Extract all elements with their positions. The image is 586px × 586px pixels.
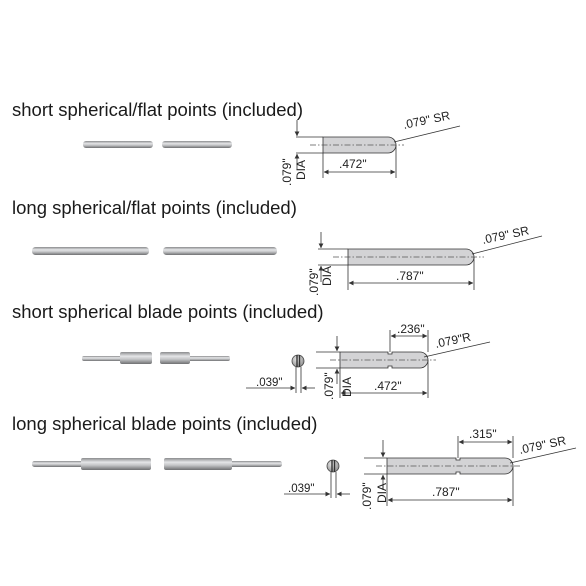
point-drawing	[294, 120, 461, 178]
length-dimension: .787"	[396, 269, 424, 283]
length-dimension: .472"	[374, 379, 402, 393]
dia-dimension: .079"	[280, 158, 294, 186]
tip-radius: .079" SR	[402, 108, 452, 132]
section-title: short spherical blade points (included)	[12, 301, 324, 322]
section-dimension: .236"	[397, 322, 425, 336]
point-photo	[32, 247, 277, 255]
dia-label: DIA	[375, 483, 389, 503]
dia-dimension: .079"	[322, 372, 336, 400]
point-photo	[82, 352, 230, 364]
section-short-spherical-blade: short spherical blade points (included) …	[12, 301, 491, 400]
point-photo	[32, 458, 282, 470]
point-drawing	[316, 330, 491, 398]
dia-dimension: .079"	[307, 268, 321, 296]
tip-radius: .079" SR	[481, 223, 531, 247]
dia-label: DIA	[294, 160, 308, 180]
blade-dimension: .039"	[256, 377, 282, 389]
tip-radius: .079"R	[434, 330, 473, 351]
length-dimension: .472"	[339, 157, 367, 171]
section-title: long spherical/flat points (included)	[12, 197, 297, 218]
point-photo	[83, 141, 232, 148]
point-drawing	[364, 436, 577, 506]
blade-dimension: .039"	[288, 483, 314, 495]
dia-label: DIA	[320, 266, 334, 286]
section-short-spherical-flat: short spherical/flat points (included) .…	[12, 99, 461, 186]
dia-dimension: .079"	[360, 482, 374, 510]
blade-end-view	[246, 354, 315, 393]
section-title: long spherical blade points (included)	[12, 413, 317, 434]
length-dimension: .787"	[432, 485, 460, 499]
section-title: short spherical/flat points (included)	[12, 99, 303, 120]
tip-radius: .079" SR	[518, 433, 568, 457]
section-long-spherical-flat: long spherical/flat points (included) .0…	[12, 197, 543, 296]
blade-end-view	[284, 459, 350, 498]
point-drawing	[318, 232, 543, 290]
dia-label: DIA	[340, 377, 354, 397]
section-dimension: .315"	[469, 427, 497, 441]
section-long-spherical-blade: long spherical blade points (included) .…	[12, 413, 577, 510]
